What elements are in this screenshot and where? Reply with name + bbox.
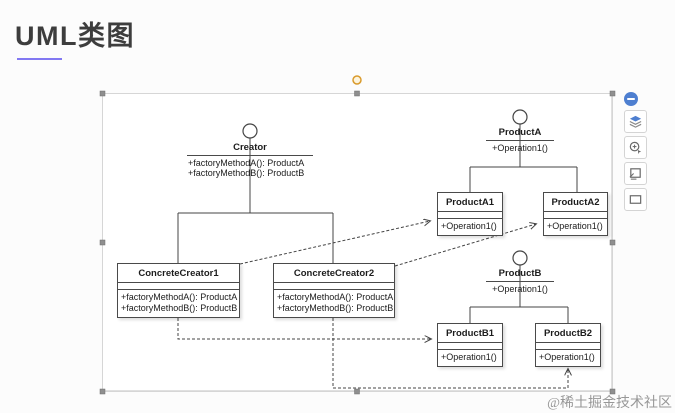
class-attributes-empty [118,283,239,290]
page-title: UML类图 [15,21,135,51]
class-method: +factoryMethodB(): ProductB [277,303,394,313]
productB-hierarchy-line [469,265,569,323]
class-name: ProductB [486,268,554,282]
diagram-canvas[interactable] [102,93,612,391]
class-concrete-creator2[interactable]: ConcreteCreator2 +factoryMethodA(): Prod… [273,263,395,318]
class-name: ConcreteCreator2 [274,264,394,283]
class-name: ConcreteCreator1 [118,264,239,283]
class-method: +Operation1() [441,221,497,231]
class-attributes-empty [274,283,394,290]
dependency-cc1-productA1 [239,221,430,265]
creator-hierarchy-line [177,138,334,263]
class-productB1[interactable]: ProductB1 +Operation1() [437,323,503,367]
class-attributes-empty [536,343,600,350]
class-name: Creator [187,142,313,156]
rotate-handle [352,75,362,85]
class-productA2[interactable]: ProductA2 +Operation1() [543,192,608,236]
productA-lollipop-icon [512,109,528,125]
class-attributes-empty [438,212,502,219]
dependency-cc2-productB2 [332,318,568,389]
class-name: ProductA2 [544,193,607,212]
class-concrete-creator1[interactable]: ConcreteCreator1 +factoryMethodA(): Prod… [117,263,240,318]
class-method: +Operation1() [492,284,548,294]
crop-icon [629,168,641,180]
class-method: +Operation1() [539,352,595,362]
class-attributes-empty [438,343,502,350]
class-productB[interactable]: ProductB +Operation1() [486,268,554,294]
dependency-cc1-productB1 [177,318,431,339]
crop-button[interactable] [624,162,647,185]
productA-hierarchy-line [469,124,578,192]
watermark: @稀土掘金技术社区 [547,396,672,411]
collapse-minus-icon[interactable] [624,92,638,106]
class-method: +factoryMethodB(): ProductB [188,168,305,178]
class-productA1[interactable]: ProductA1 +Operation1() [437,192,503,236]
class-method: +factoryMethodA(): ProductA [188,158,305,168]
creator-lollipop-icon [242,123,258,139]
frame-icon [629,195,642,204]
class-method: +factoryMethodB(): ProductB [121,303,238,313]
title-underline [17,58,62,60]
zoom-preview-button[interactable] [624,136,647,159]
class-attributes-empty [544,212,607,219]
layers-icon [629,115,642,128]
class-method: +Operation1() [492,143,548,153]
selection-frame[interactable] [99,75,616,395]
frame-button[interactable] [624,188,647,211]
class-method: +Operation1() [441,352,497,362]
class-name: ProductB1 [438,324,502,343]
class-productA[interactable]: ProductA +Operation1() [486,127,554,153]
class-name: ProductB2 [536,324,600,343]
productB-lollipop-icon [512,250,528,266]
zoom-preview-icon [629,141,642,155]
selection-handles [99,90,616,395]
dependency-cc2-productA2 [394,224,536,267]
class-name: ProductA [486,127,554,141]
class-method: +factoryMethodA(): ProductA [121,292,238,302]
class-method: +factoryMethodA(): ProductA [277,292,394,302]
class-creator[interactable]: Creator +factoryMethodA(): ProductA +fac… [187,142,313,178]
class-productB2[interactable]: ProductB2 +Operation1() [535,323,601,367]
class-name: ProductA1 [438,193,502,212]
layers-button[interactable] [624,110,647,133]
class-method: +Operation1() [547,221,603,231]
